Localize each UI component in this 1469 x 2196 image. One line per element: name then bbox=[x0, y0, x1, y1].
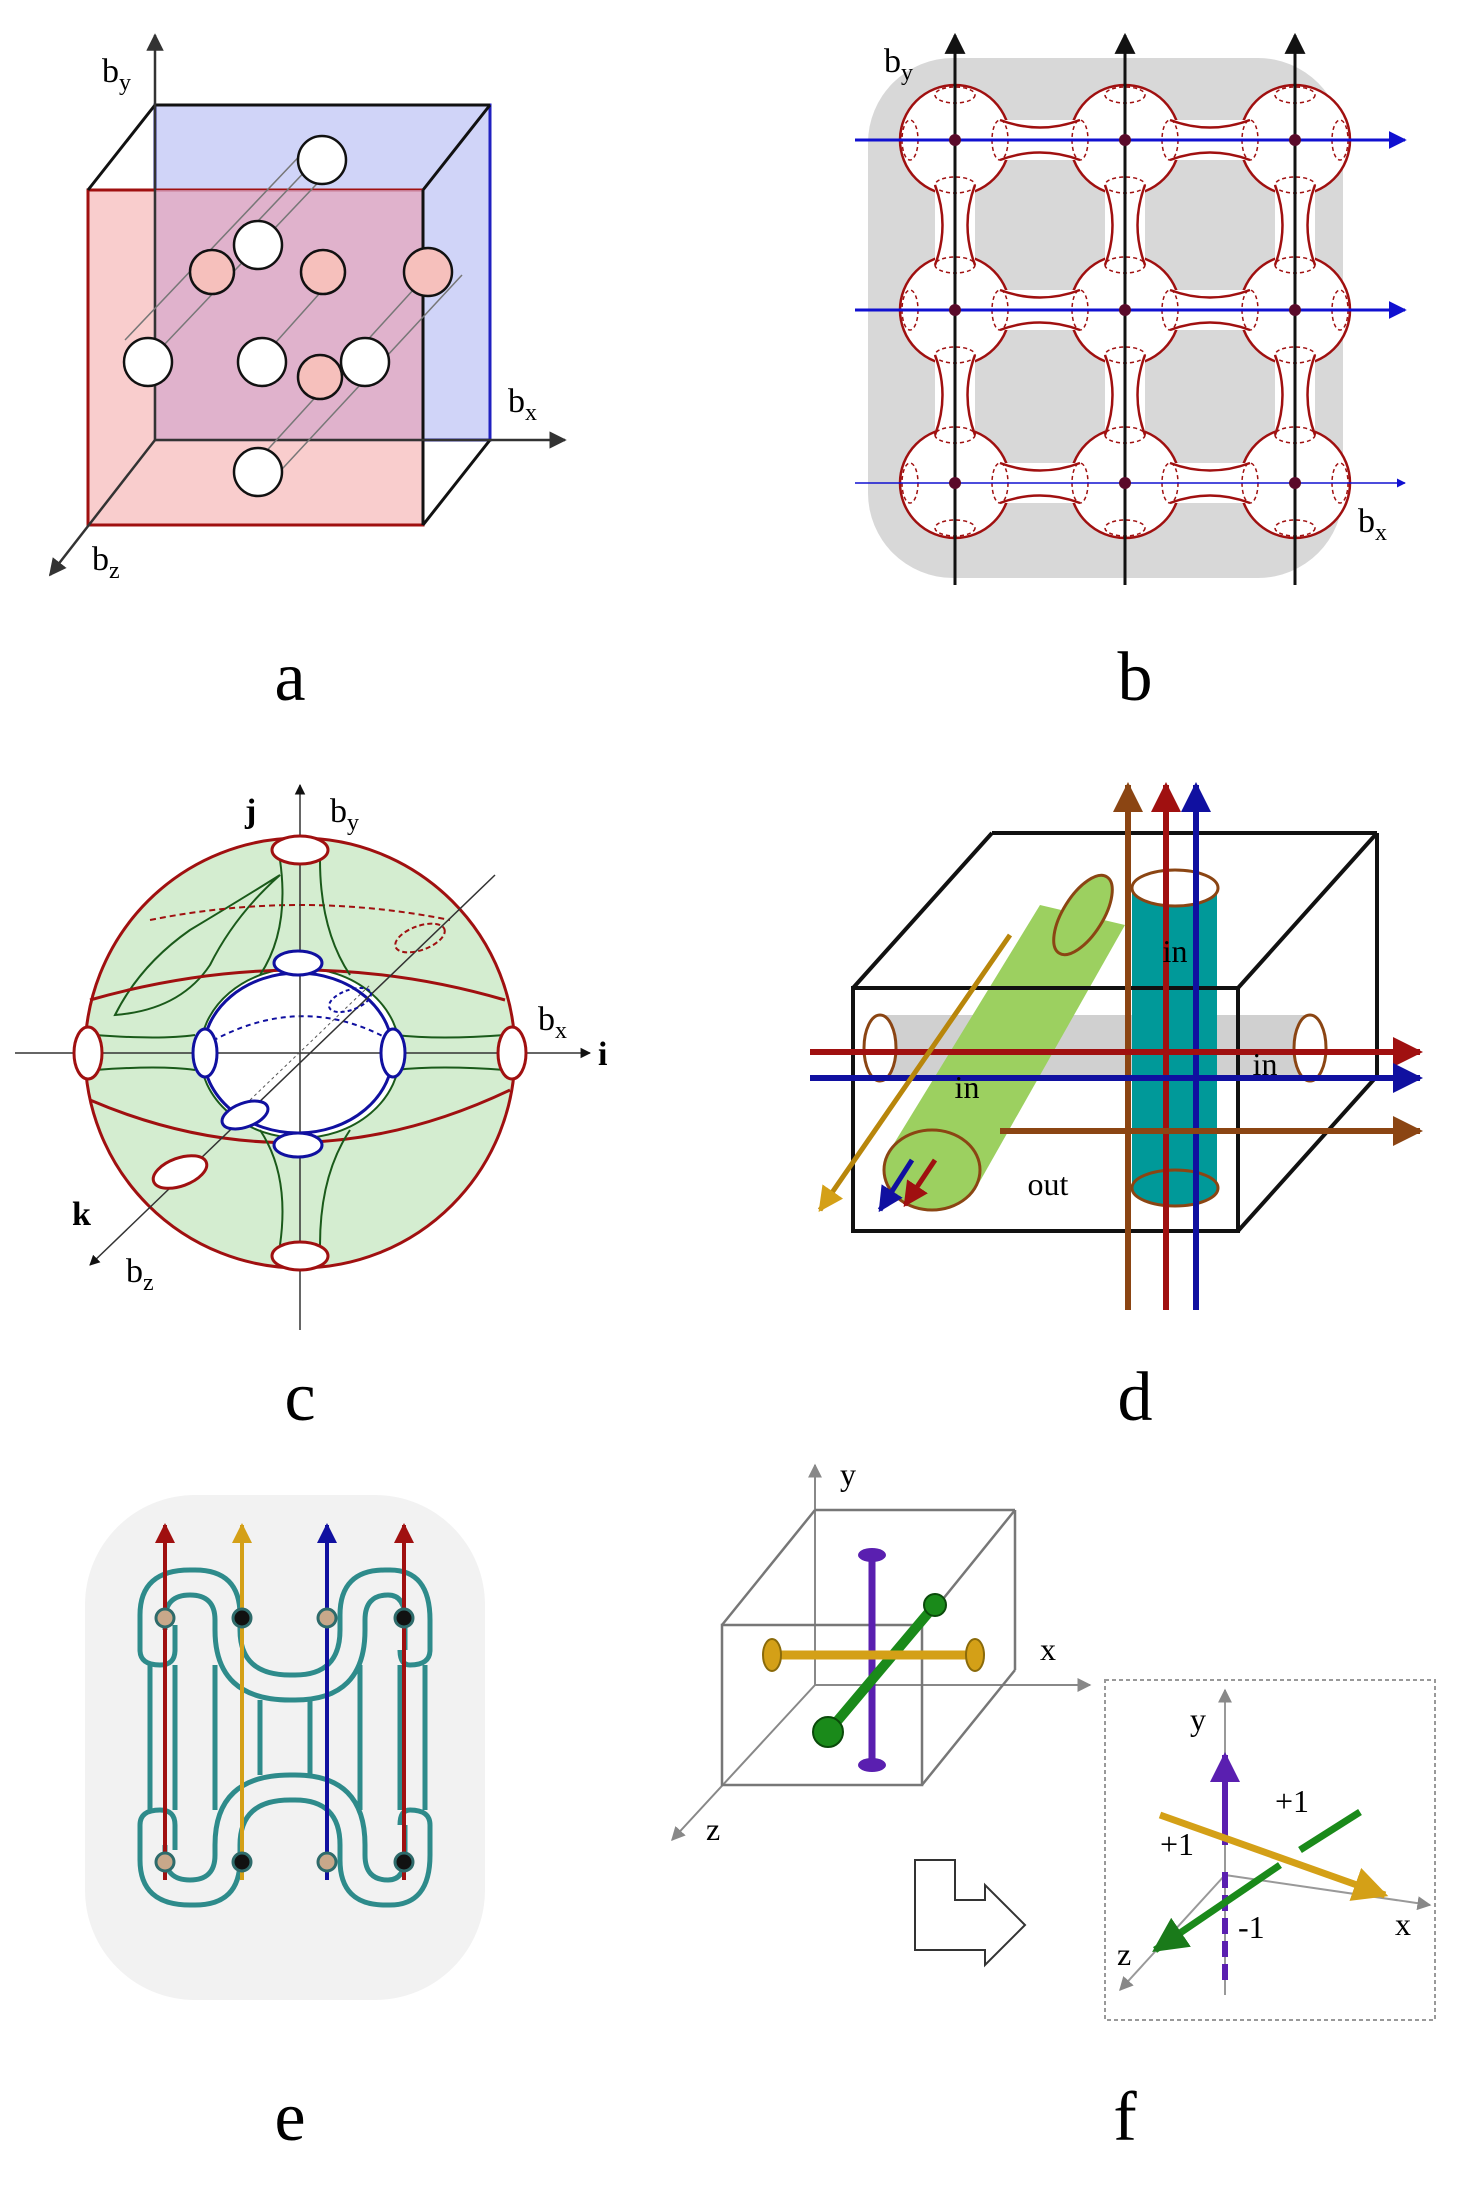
panel-letter-f: f bbox=[1113, 2079, 1137, 2156]
panel-letter-e: e bbox=[274, 2079, 305, 2156]
label-in-teal: in bbox=[1163, 933, 1188, 969]
teal-tube bbox=[1132, 888, 1217, 1188]
label-out: out bbox=[1028, 1166, 1069, 1202]
green-tube bbox=[890, 905, 1125, 1190]
crossing-label-top: +1 bbox=[1275, 1783, 1309, 1819]
panel-letter-b: b bbox=[1118, 639, 1153, 716]
label-in-green: in bbox=[955, 1069, 980, 1105]
label-y-inset: y bbox=[1190, 1701, 1206, 1737]
label-bx: bx bbox=[508, 383, 537, 426]
label-x-3d: x bbox=[1040, 1631, 1056, 1667]
panel-d: in in in out d bbox=[810, 782, 1423, 1436]
panel-a: by bx bz a bbox=[48, 33, 567, 716]
crossing-label-bottom: -1 bbox=[1238, 1909, 1265, 1945]
panel-b: by bx b bbox=[855, 32, 1407, 716]
label-bz-c: bz bbox=[126, 1253, 154, 1296]
label-by: by bbox=[102, 53, 131, 96]
vector-j: j bbox=[244, 793, 256, 830]
cylinder-bg bbox=[85, 1495, 485, 2000]
label-z-inset: z bbox=[1117, 1936, 1131, 1972]
transform-arrow bbox=[914, 1859, 1027, 1968]
panel-letter-c: c bbox=[284, 1359, 315, 1436]
label-bx-b: bx bbox=[1358, 503, 1387, 546]
label-y-3d: y bbox=[840, 1456, 856, 1492]
label-x-inset: x bbox=[1395, 1906, 1411, 1942]
panel-letter-d: d bbox=[1118, 1359, 1153, 1436]
inset-box bbox=[1104, 1679, 1436, 2021]
bz-axis bbox=[48, 439, 156, 577]
label-by-c: by bbox=[330, 793, 359, 836]
lattice-points bbox=[122, 134, 454, 498]
label-z-3d: z bbox=[706, 1811, 720, 1847]
vector-i: i bbox=[598, 1036, 607, 1073]
vector-k: k bbox=[72, 1196, 91, 1233]
label-bz: bz bbox=[92, 541, 120, 584]
panel-f: y x z y x z +1 +1 -1 f bbox=[671, 1456, 1436, 2156]
label-by-b: by bbox=[884, 43, 913, 86]
label-in-gray: in bbox=[1253, 1046, 1278, 1082]
teal-loops bbox=[137, 1567, 433, 1908]
label-bx-c: bx bbox=[538, 1001, 567, 1044]
panel-e: e bbox=[85, 1495, 485, 2156]
panel-letter-a: a bbox=[274, 639, 305, 716]
panel-c: by bx bz j i k c bbox=[15, 783, 607, 1436]
crossing-label-left: +1 bbox=[1160, 1826, 1194, 1862]
